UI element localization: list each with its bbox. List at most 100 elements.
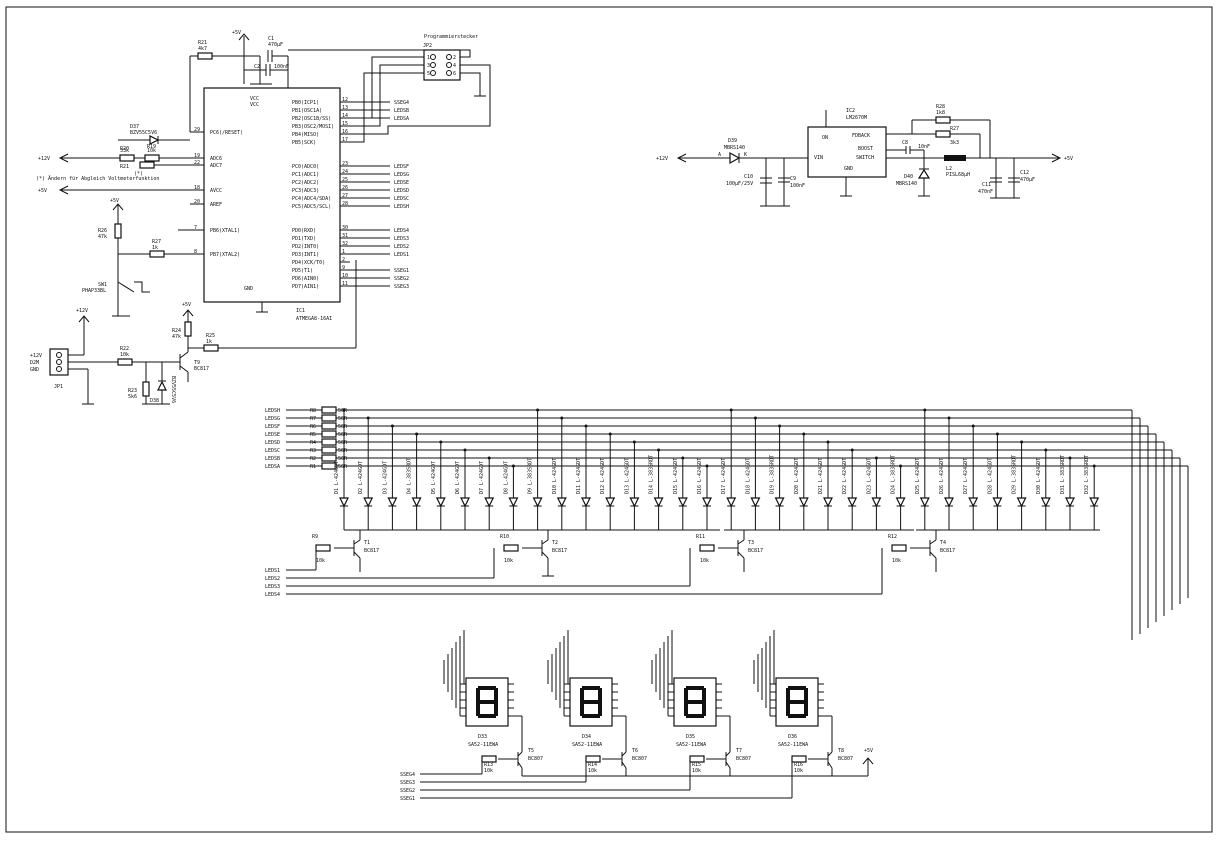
display-transistor-value: BC807 [838,756,853,762]
led-diode-symbol [702,497,712,508]
led-diode-symbol [798,497,809,508]
led-diode-label: D12 L-424GDT [600,458,606,494]
led-diode-symbol [581,497,591,508]
jp1-label-1: +12V [30,353,42,359]
ic1-pin-number: 14 [342,113,348,119]
led-diode-symbol [387,497,398,508]
seg-c [702,702,706,716]
row-net-label: LEDSA [265,464,280,470]
ic1-pin-name: AREF [210,202,222,208]
r28-name: R28 [936,104,945,110]
net-label: LEDS1 [394,252,409,258]
jp2-pin-3: 3 [427,63,430,69]
c2-value: 100nF [274,64,289,70]
ic1-pin-name: PC0(ADC0) [292,164,319,170]
display-transistor-value: BC807 [528,756,543,762]
row-net-label: LEDSF [265,424,280,430]
led-diode-label: D18 L-424GDT [745,458,751,494]
driver-resistor-name: R10 [500,534,509,540]
reg-in-label: +12V [656,156,668,162]
display-resistor-name: R13 [484,762,493,768]
row-net-label: LEDSH [265,408,280,414]
r25-value: 1k [206,339,212,345]
led-diode-symbol [532,497,543,508]
led-diode-symbol [1016,497,1027,508]
led-diode-symbol [677,497,688,508]
display-transistor-name: T6 [632,748,638,754]
seg-a [478,686,496,690]
ic1-pin-number: 32 [342,241,348,247]
d39-a: A [718,152,721,158]
seg-c [494,702,498,716]
led-diode-symbol [484,497,495,508]
seg-b [494,688,498,702]
ic1-pin-number: 22 [194,160,200,166]
ic1-pin-name: PD0(RXD) [292,228,316,234]
seven-seg-select-net: SSEG2 [400,788,415,794]
row-resistor-value: 56R [338,440,348,446]
seg-a [582,686,600,690]
row-resistor-name: R8 [310,408,316,414]
d40-name: D40 [904,174,913,180]
row-resistor [321,430,337,438]
ic1-pin-name: PB5(SCK) [292,140,316,146]
row-resistor-name: R2 [310,456,316,462]
seg-c [804,702,808,716]
sw1-name: SW1 [98,282,107,288]
t9-supply: +5V [182,302,191,308]
ic1-pin-number: 7 [194,225,197,231]
t9-name: T9 [194,360,200,366]
reg-out-label: +5V [1064,156,1073,162]
led-diode-label: D19 L-383SRDT [770,455,776,494]
ic1-pin-name: PB4(MISO) [292,132,319,138]
ic2-boost: BOOST [858,146,873,152]
row-resistor-value: 56R [338,448,348,454]
driver-resistor-value: 10k [892,558,901,564]
supply-decoupling: +5V R21 4k7 C1 470µF C2 100nF [189,30,289,132]
ic1-pin-number: 15 [342,121,348,127]
led-diode-label: D15 L-424GDT [673,458,679,494]
led-diode-label: D20 L-424GDT [794,458,800,494]
led-diode-label: D28 L-424GDT [987,458,993,494]
c2-name: C2 [254,64,260,70]
driver-transistor-value: BC817 [940,548,955,554]
row-resistor-name: R1 [310,464,316,470]
led-diode-label: D27 L-424GDT [963,458,969,494]
driver-transistor-name: T1 [364,540,370,546]
led-diode-symbol [726,497,737,508]
net-label: LEDSA [394,116,409,122]
driver-transistor-value: BC817 [364,548,379,554]
driver-base-resistor [315,544,331,552]
c8-name: C8 [902,140,908,146]
net-label: LEDSE [394,180,409,186]
seven-seg-digit [786,686,808,718]
ic1-pin-name: PD4(XCK/T0) [292,260,325,266]
net-label: LEDSD [394,188,409,194]
seg-g [582,700,600,704]
sw1-value: PHAP33BL [82,288,106,294]
row-net-label: LEDSG [265,416,280,422]
display-name: D34 [582,734,591,740]
d38-value: BZV55C5V6 [170,376,176,403]
ic1-vcc-label: VCC [250,96,259,102]
led-diode-symbol [750,497,761,508]
ic2-value: LM2670M [846,115,867,121]
seg-d [686,714,704,718]
r21-value: 4k7 [198,46,207,52]
c11-value: 470nF [978,189,993,195]
sw-supply: +5V [110,198,119,204]
seg-d [788,714,806,718]
seg-b [598,688,602,702]
row-resistor-value: 56R [338,456,348,462]
c12-value: 470µF [1020,177,1035,183]
led-diode-symbol [1065,497,1075,508]
ic1-pin-name: ADC6 [210,156,222,162]
display-transistor-value: BC807 [736,756,751,762]
r23-value: 5k6 [128,394,137,400]
ic1-pin-number: 1 [342,249,345,255]
r23-name: R23 [128,388,137,394]
net-label: LEDSH [394,204,409,210]
div-pos-label: +12V [38,156,50,162]
row-resistor [321,454,337,462]
